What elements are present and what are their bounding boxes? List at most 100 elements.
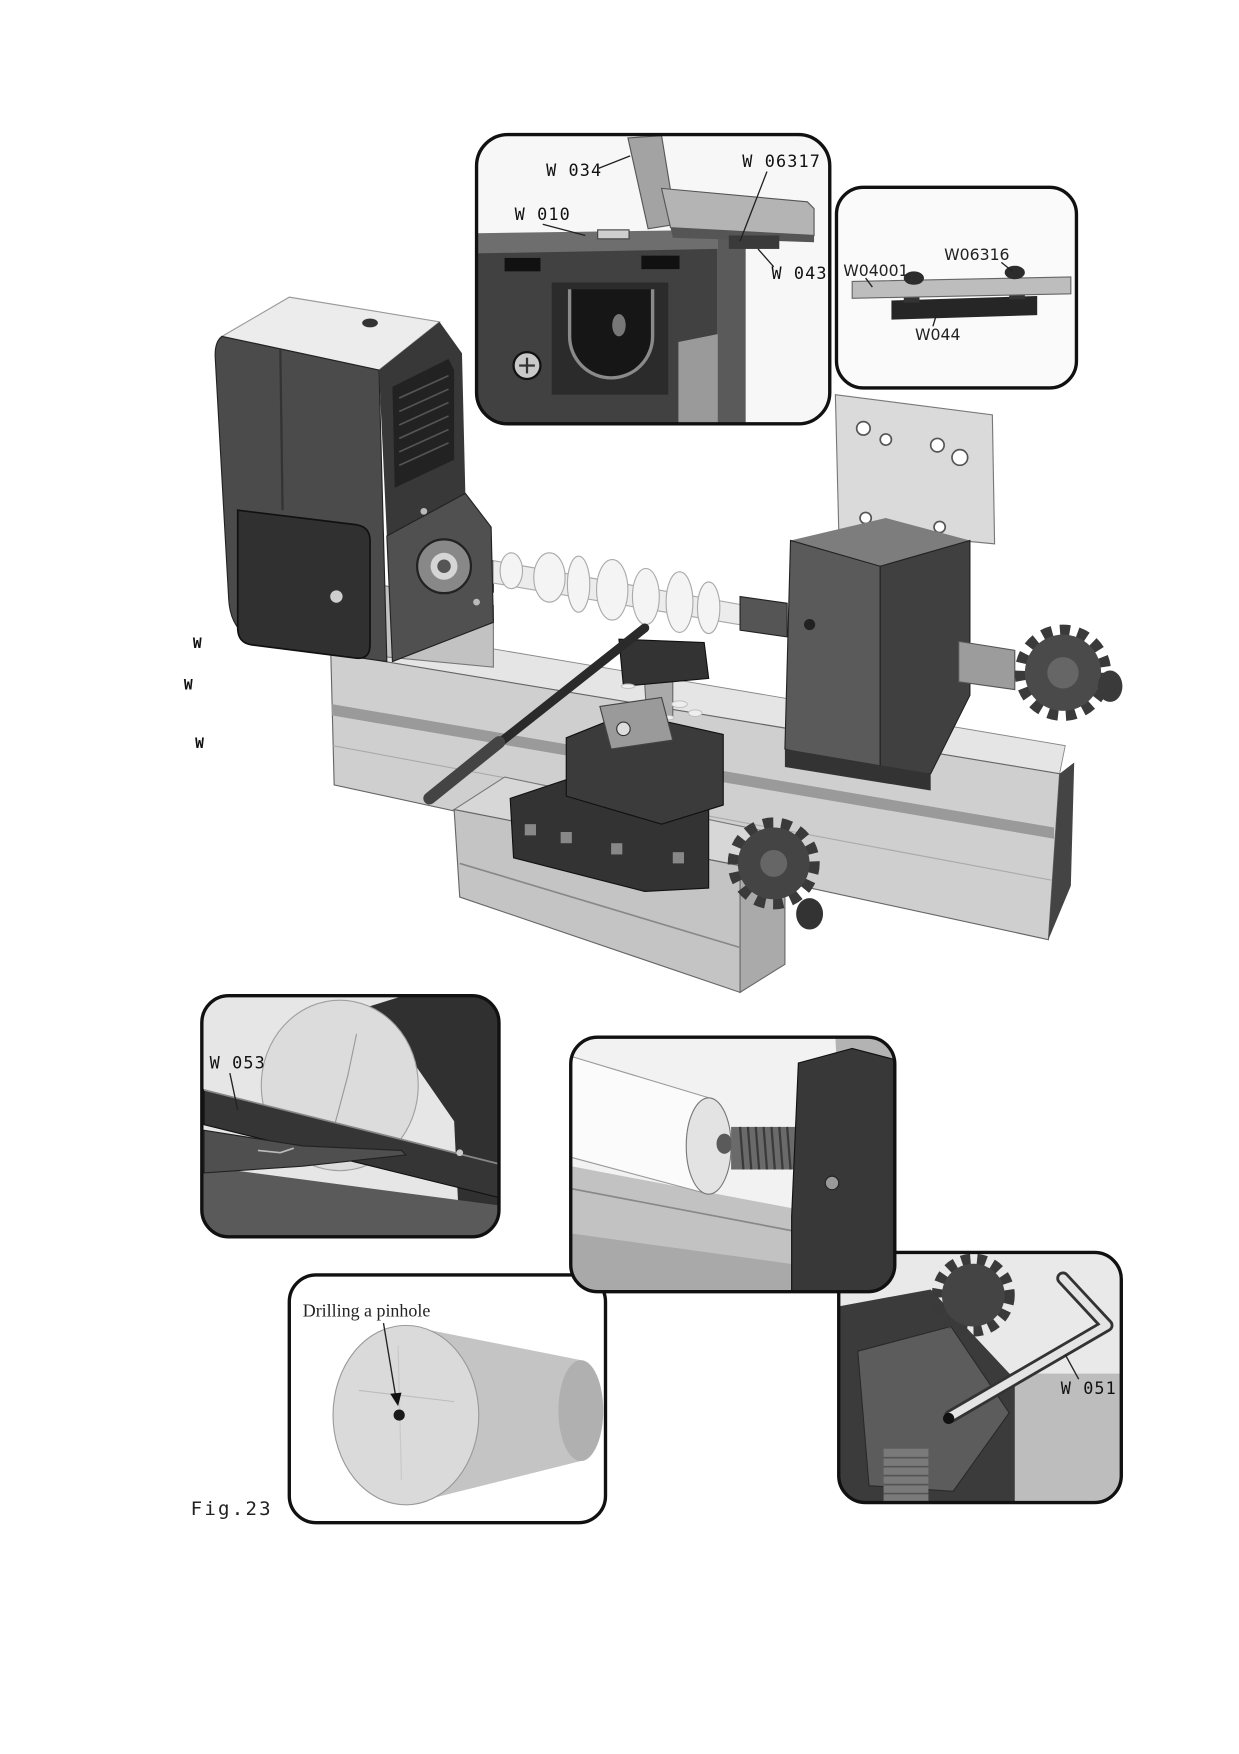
inset-frame bbox=[287, 1273, 608, 1525]
margin-label-w: W bbox=[184, 677, 193, 694]
shaving bbox=[688, 709, 703, 717]
margin-labels: W W W bbox=[184, 635, 204, 752]
part-label-w053: W 053 bbox=[210, 1053, 266, 1073]
shaving bbox=[671, 700, 688, 708]
inset-photo-content bbox=[836, 187, 1077, 388]
mount-slot bbox=[641, 255, 680, 270]
inset-drilling-pinhole: Drilling a pinhole bbox=[287, 1273, 608, 1525]
part-label-w06316: W06316 bbox=[944, 245, 1009, 264]
mount-side-face bbox=[717, 224, 746, 424]
tailstock-handwheel-knob bbox=[1097, 670, 1123, 702]
screw-threads bbox=[738, 1126, 792, 1170]
thread bbox=[770, 1126, 776, 1170]
motor-top-hole bbox=[362, 318, 378, 328]
leader-line bbox=[932, 314, 937, 327]
tailstock bbox=[784, 518, 1123, 791]
gear-teeth bbox=[931, 1253, 1015, 1337]
thread bbox=[738, 1126, 745, 1170]
lock-screw bbox=[824, 1175, 840, 1191]
carriage-handwheel-knob bbox=[796, 898, 824, 930]
tool-post bbox=[599, 696, 674, 750]
clamp-screw-head bbox=[597, 229, 630, 240]
workpiece-bead bbox=[533, 552, 566, 603]
workpiece-bead bbox=[631, 567, 660, 626]
motor-headstock bbox=[214, 296, 494, 663]
workpiece-bead bbox=[499, 552, 524, 590]
cover-plate-screw bbox=[329, 589, 344, 604]
shaving bbox=[620, 683, 636, 689]
motor-seam bbox=[279, 349, 284, 511]
leader-line bbox=[1000, 261, 1013, 272]
inset-frame bbox=[834, 185, 1079, 390]
tailstock-chuck bbox=[739, 595, 788, 638]
cross-slide-hole bbox=[672, 852, 684, 864]
carriage-handwheel-hub bbox=[760, 849, 788, 877]
bracket-hole bbox=[929, 437, 945, 453]
inset-frame bbox=[837, 1250, 1123, 1505]
rest-bar-highlight bbox=[203, 1089, 499, 1165]
mount-slot bbox=[504, 257, 541, 272]
pinhole bbox=[393, 1409, 405, 1421]
part-label-w043: W 043 bbox=[771, 263, 827, 283]
leader-line bbox=[739, 171, 768, 242]
part-label-w051: W 051 bbox=[1061, 1378, 1117, 1398]
inset-frame bbox=[200, 994, 501, 1239]
dark-base-bar bbox=[891, 296, 1038, 320]
turning-chisel bbox=[423, 623, 650, 805]
cross-slide-hole bbox=[560, 832, 572, 844]
part-label-w010: W 010 bbox=[515, 204, 571, 224]
figure-caption: Fig.23 bbox=[191, 1498, 273, 1520]
frame-screw bbox=[456, 1149, 464, 1157]
inset-hex-key: W 051 bbox=[837, 1250, 1123, 1505]
inset-photo-content bbox=[476, 134, 830, 424]
bracket-hole bbox=[855, 420, 871, 436]
tailstock-bracket bbox=[834, 394, 996, 545]
tailstock-block bbox=[791, 1047, 895, 1292]
carriage-handwheel-teeth bbox=[727, 817, 820, 910]
tailstock-top-face bbox=[790, 518, 970, 567]
spindle-center bbox=[437, 559, 451, 573]
tailstock-quill bbox=[958, 640, 1016, 691]
part-label-w034: W 034 bbox=[546, 160, 602, 180]
leader-line bbox=[598, 155, 631, 169]
workpiece-bead bbox=[595, 558, 629, 621]
vent-slot bbox=[398, 388, 449, 413]
rest-clamp bbox=[728, 235, 780, 249]
rod-threads bbox=[883, 1456, 929, 1495]
mount-lower-block bbox=[678, 334, 718, 424]
motor-vent-grille bbox=[392, 358, 455, 488]
part-label-w06317: W 06317 bbox=[742, 151, 821, 171]
cross-slide-hole bbox=[611, 843, 623, 855]
arrow-head bbox=[390, 1392, 402, 1407]
workpiece-bead bbox=[665, 571, 694, 633]
housing-screw bbox=[420, 507, 428, 515]
inset-frame bbox=[569, 1035, 897, 1294]
vent-slot bbox=[398, 428, 449, 453]
wood-grain bbox=[358, 1389, 455, 1403]
tool-rest-bar bbox=[618, 638, 710, 687]
leader-line bbox=[1064, 1354, 1080, 1380]
leader-line bbox=[229, 1072, 239, 1111]
inset-photo-content bbox=[838, 1252, 1122, 1503]
tailstock-lock-screw bbox=[803, 618, 816, 631]
workpiece-bead bbox=[696, 581, 721, 635]
mount-top-edge bbox=[476, 229, 718, 254]
thread bbox=[786, 1126, 792, 1170]
light-block bbox=[997, 1373, 1122, 1503]
vent-slot bbox=[398, 374, 449, 399]
drilling-caption: Drilling a pinhole bbox=[303, 1300, 431, 1320]
housing-screw bbox=[473, 598, 480, 606]
tailstock-front-face bbox=[784, 539, 881, 775]
tailstock-side-face bbox=[879, 539, 971, 775]
inset-tool-rest-parts: W04001 W06316 W044 bbox=[834, 185, 1079, 390]
bed-end-cap bbox=[1048, 762, 1075, 940]
rest-horizontal-bar bbox=[660, 187, 815, 237]
vent-slots bbox=[398, 374, 449, 467]
inset-photo-content bbox=[289, 1274, 606, 1523]
vent-slot bbox=[398, 415, 449, 440]
set-screw-hole bbox=[943, 1412, 955, 1425]
compound-carriage bbox=[452, 696, 824, 994]
chisel bbox=[203, 1129, 408, 1174]
centre-point bbox=[716, 1133, 733, 1154]
